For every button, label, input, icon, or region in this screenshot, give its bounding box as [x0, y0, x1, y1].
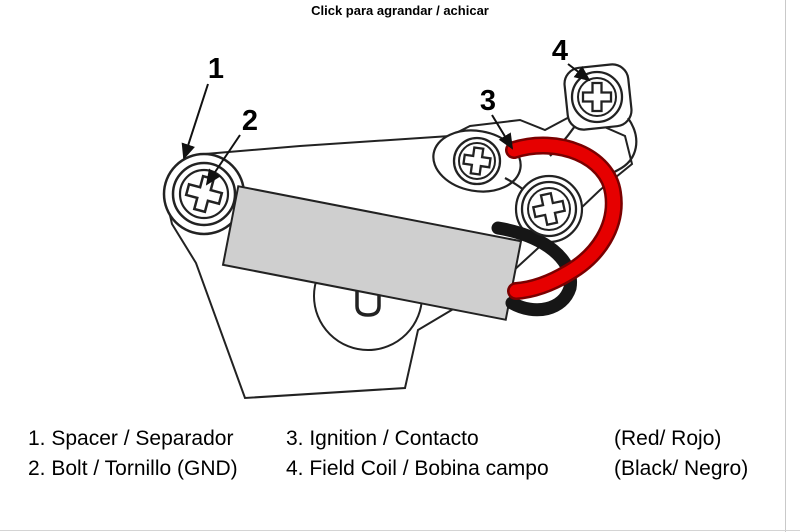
callout-3: 3 — [480, 85, 514, 150]
ignition-wire-red — [507, 139, 621, 298]
callout-3-number: 3 — [480, 85, 496, 117]
legend-item-3: 3. Ignition / Contacto — [286, 427, 479, 450]
component-block — [221, 185, 523, 321]
u-mark — [355, 282, 381, 317]
callout-1: 1 — [181, 53, 224, 160]
image-caption: Click para agrandar / achicar — [311, 3, 489, 18]
field-coil-wire-black — [491, 221, 577, 317]
callout-1-arrow — [181, 83, 209, 160]
legend-item-4: 4. Field Coil / Bobina campo — [286, 457, 549, 480]
callout-4-arrow — [567, 63, 591, 82]
legend-item-1: 1. Spacer / Separador — [28, 427, 234, 450]
field-coil-terminal-screw — [570, 70, 624, 124]
frame-border-bottom — [0, 530, 800, 531]
frame-border-right — [785, 0, 786, 532]
regulator-diagram[interactable]: 1 2 3 4 — [0, 18, 800, 418]
legend-color-black: (Black/ Negro) — [614, 457, 749, 480]
callout-1-number: 1 — [208, 53, 224, 85]
callout-2-arrow — [205, 134, 241, 186]
callout-4: 4 — [552, 35, 591, 82]
legend: 1. Spacer / Separador 3. Ignition / Cont… — [28, 424, 790, 484]
center-screw — [520, 180, 578, 238]
callout-2: 2 — [205, 105, 258, 186]
callout-4-number: 4 — [552, 35, 568, 67]
bolt-and-spacer-screw — [171, 161, 237, 227]
callout-3-arrow — [491, 114, 514, 150]
legend-color-red: (Red/ Rojo) — [614, 427, 722, 450]
ignition-terminal-screw — [452, 136, 502, 186]
callout-2-number: 2 — [242, 105, 258, 137]
legend-item-2: 2. Bolt / Tornillo (GND) — [28, 457, 238, 480]
